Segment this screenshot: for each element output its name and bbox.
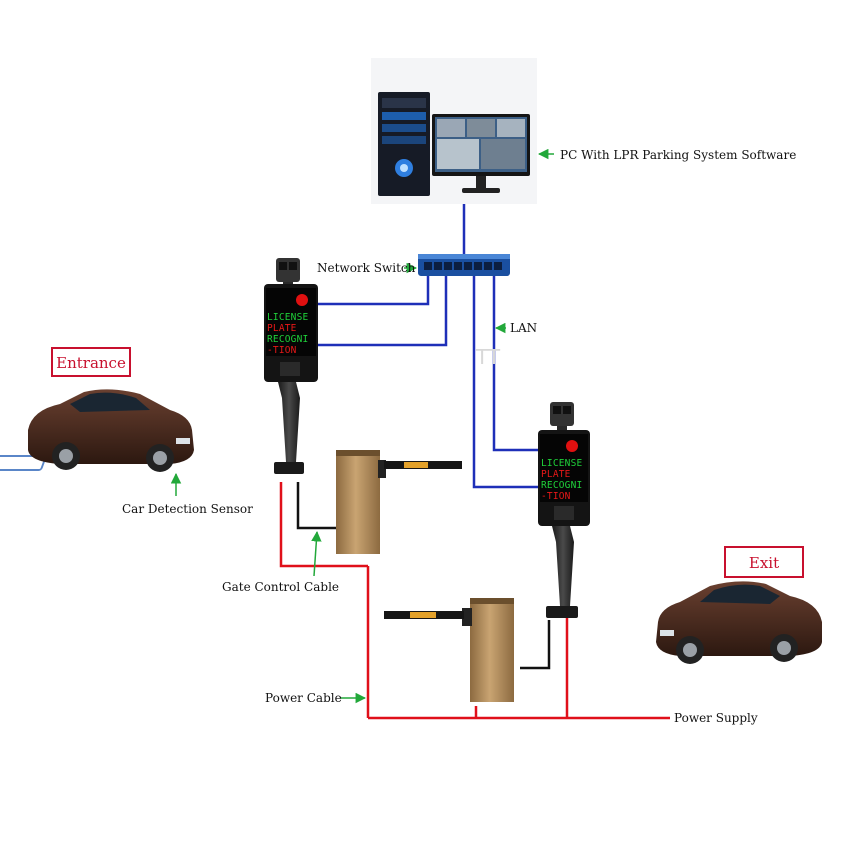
- status-lamp-exit: [566, 440, 578, 452]
- car-exit: [656, 581, 822, 664]
- display-line-1: LICENSE: [541, 458, 583, 469]
- lan-label: LAN: [510, 321, 537, 335]
- car-detection-loop-entrance: [0, 455, 47, 471]
- power-cables: [279, 482, 670, 720]
- exit-label-box: Exit: [724, 546, 804, 578]
- power-supply-label: Power Supply: [674, 711, 758, 725]
- lan-cable-entrance-1: [318, 276, 430, 306]
- exit-label: Exit: [749, 554, 779, 572]
- gate-cable-label-arrow: [311, 530, 322, 577]
- pc-workstation: [371, 58, 537, 204]
- switch-label: Network Switch: [317, 261, 416, 275]
- display-line-2: PLATE: [541, 469, 571, 480]
- network-switch: [418, 254, 510, 276]
- display-line-4: -TION: [541, 491, 571, 502]
- annotation-arrows: [170, 148, 554, 704]
- lan-cable-exit-1: [472, 276, 538, 489]
- center-mark: TT: [475, 345, 501, 369]
- lan-cable-exit-2: [492, 276, 538, 452]
- lan-cable-entrance-2: [318, 276, 448, 347]
- display-line-1: LICENSE: [267, 312, 309, 323]
- sensor-label: Car Detection Sensor: [122, 502, 253, 516]
- lpr-camera-exit: LICENSE PLATE RECOGNI -TION: [538, 402, 590, 618]
- barrier-gate-exit: [384, 598, 514, 702]
- power-cable-entrance-camera: [279, 482, 368, 568]
- car-entrance: [0, 389, 194, 472]
- control-cables: [296, 482, 551, 670]
- pc-label: PC With LPR Parking System Software: [560, 148, 796, 162]
- gate-cable-label: Gate Control Cable: [222, 580, 339, 594]
- gate-control-cable-entrance: [296, 482, 338, 530]
- status-lamp-entrance: [296, 294, 308, 306]
- display-line-4: -TION: [267, 345, 297, 356]
- display-line-3: RECOGNI: [541, 480, 582, 491]
- power-cable-label: Power Cable: [265, 691, 342, 705]
- entrance-label: Entrance: [56, 354, 126, 372]
- lpr-camera-entrance: LICENSE PLATE RECOGNI -TION: [264, 258, 318, 474]
- display-line-2: PLATE: [267, 323, 297, 334]
- gate-control-cable-exit: [520, 620, 551, 670]
- barrier-gate-entrance: [336, 450, 462, 554]
- display-line-3: RECOGNI: [267, 334, 308, 345]
- network-cables: [318, 204, 538, 489]
- entrance-label-box: Entrance: [51, 347, 131, 377]
